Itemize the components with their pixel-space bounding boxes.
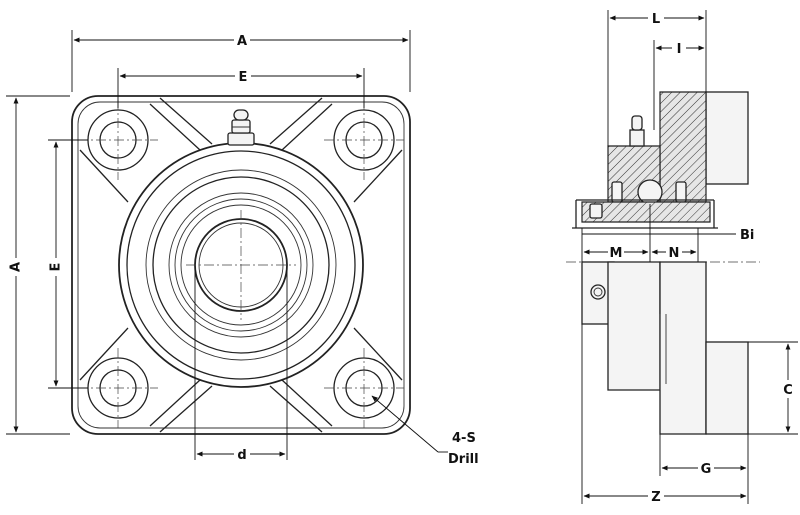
callout-drill-label: Drill: [448, 452, 479, 467]
dim-l-label: L: [652, 12, 660, 27]
dim-bi-label: Bi: [740, 228, 754, 243]
dim-l: L: [607, 10, 707, 146]
dim-e-vertical-label: E: [49, 263, 64, 272]
lower-outside: [581, 261, 749, 435]
dim-d-bore: d: [194, 270, 288, 463]
flange-inner-outline: [77, 101, 405, 429]
dim-g-label: G: [701, 462, 712, 477]
dim-e-horizontal: E: [117, 68, 365, 108]
dim-c: C: [748, 341, 798, 435]
dim-bi: Bi: [582, 228, 754, 243]
dim-i: I: [653, 40, 705, 130]
dim-m: M: [581, 204, 651, 262]
dim-a-vertical-label: A: [9, 262, 24, 272]
dim-n-label: N: [669, 246, 680, 261]
dim-a-label: A: [237, 34, 247, 49]
front-centerlines: [78, 100, 404, 428]
callout-holes-label: 4-S: [452, 431, 476, 446]
upper-section: [572, 91, 749, 229]
side-view: L I Bi M N: [566, 10, 798, 505]
hole-callout: 4-S Drill: [371, 395, 479, 467]
dim-e-label: E: [239, 70, 248, 85]
dim-a-horizontal: A: [71, 30, 411, 92]
dim-g: G: [659, 434, 749, 477]
dim-e-vertical: E: [48, 139, 88, 389]
flange-outline: [71, 95, 411, 435]
dim-z-label: Z: [651, 490, 660, 505]
flange-ribs: [79, 97, 403, 433]
dim-z: Z: [581, 324, 749, 505]
dim-c-label: C: [783, 383, 793, 398]
front-view: A E A E: [6, 30, 479, 467]
dim-i-label: I: [677, 42, 682, 57]
dim-d-label: d: [237, 448, 246, 463]
grease-fitting: [227, 109, 255, 146]
dim-m-label: M: [610, 246, 623, 261]
dim-n: N: [651, 228, 699, 262]
dim-a-vertical: A: [6, 95, 70, 435]
set-screw-hole: [590, 284, 606, 300]
